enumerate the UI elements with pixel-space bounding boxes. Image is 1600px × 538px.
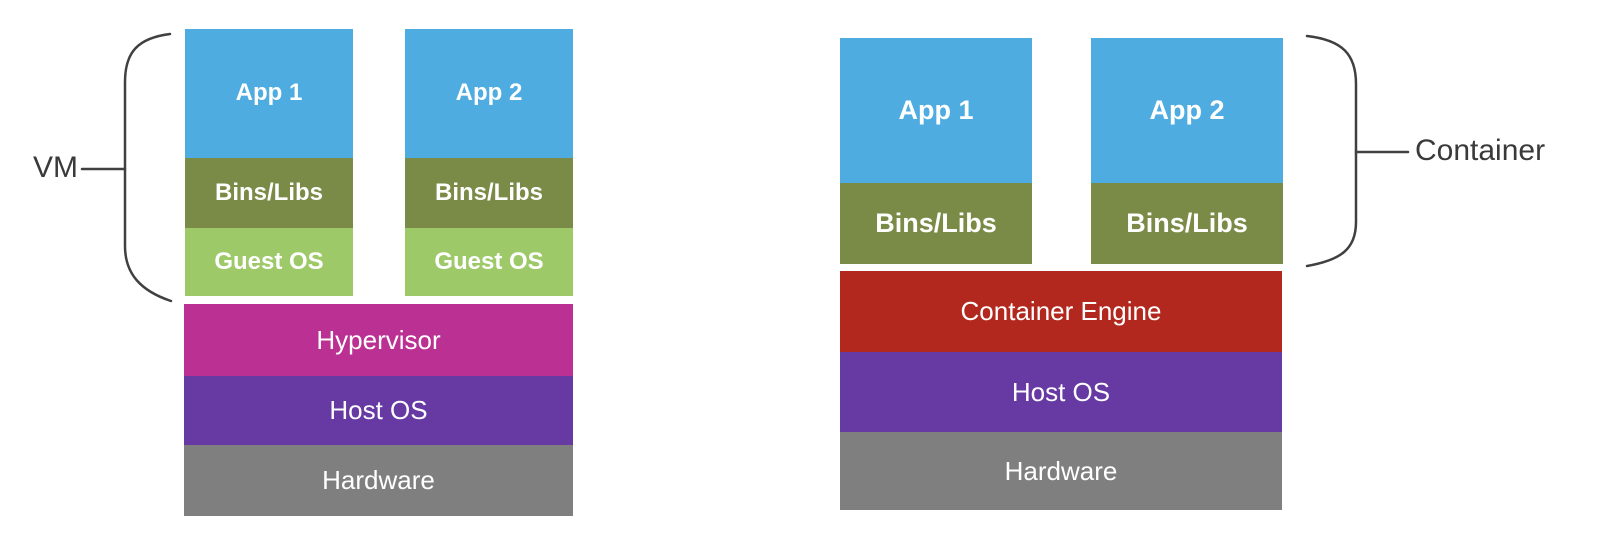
vm-stack1-guestos-box: Guest OS bbox=[185, 228, 353, 296]
container-hostos-box: Host OS bbox=[840, 352, 1282, 432]
vm-stack1-app-box: App 1 bbox=[185, 29, 353, 158]
vm-stack1-binslibs-box: Bins/Libs bbox=[185, 158, 353, 228]
vm-stack2-app-box: App 2 bbox=[405, 29, 573, 158]
container-hardware-box: Hardware bbox=[840, 432, 1282, 510]
vm-stack2-binslibs-box: Bins/Libs bbox=[405, 158, 573, 228]
vm-stack2-guestos-box: Guest OS bbox=[405, 228, 573, 296]
vm-bracket-label: VM bbox=[33, 151, 78, 184]
vm-hostos-box: Host OS bbox=[184, 376, 573, 445]
vm-hardware-box: Hardware bbox=[184, 445, 573, 516]
container-bracket-label: Container bbox=[1415, 134, 1546, 167]
vm-bracket bbox=[80, 32, 173, 303]
container-stack1-app-box: App 1 bbox=[840, 38, 1032, 183]
container-bracket bbox=[1305, 34, 1410, 268]
container-engine-box: Container Engine bbox=[840, 271, 1282, 352]
vm-hypervisor-box: Hypervisor bbox=[184, 304, 573, 376]
container-stack2-app-box: App 2 bbox=[1091, 38, 1283, 183]
container-stack1-binslibs-box: Bins/Libs bbox=[840, 183, 1032, 264]
container-stack2-binslibs-box: Bins/Libs bbox=[1091, 183, 1283, 264]
